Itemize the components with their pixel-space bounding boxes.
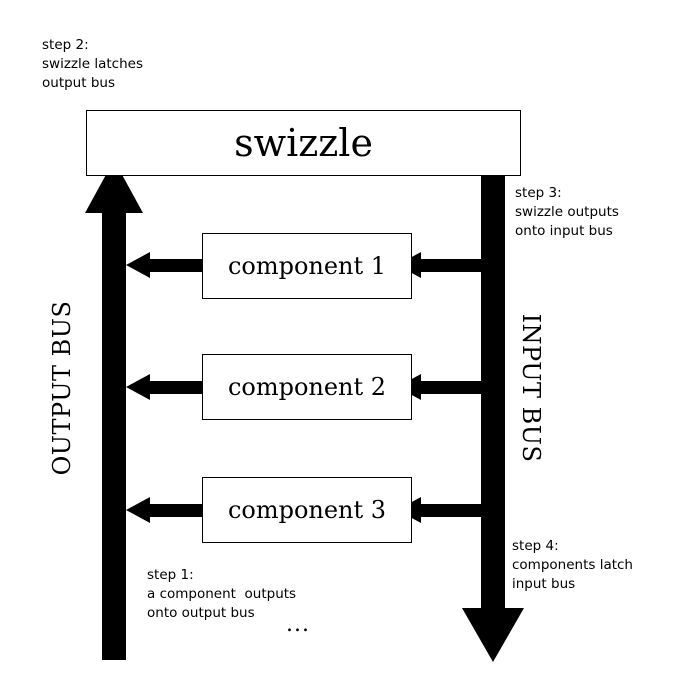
step-2-note-line: swizzle latches — [42, 56, 143, 72]
step-1-note-line: onto output bus — [147, 605, 255, 621]
input-bus-shaft — [481, 160, 505, 612]
component-2-label: component 2 — [227, 373, 387, 401]
input-bus-arrowhead — [462, 608, 524, 662]
component-2-output-arrowhead — [126, 374, 150, 400]
swizzle-label: swizzle — [234, 121, 373, 165]
component-2-box: component 2 — [202, 354, 412, 420]
step-1-note-line: a component outputs — [147, 586, 297, 602]
input-bus-label: INPUT BUS — [517, 313, 545, 463]
component-3-label: component 3 — [227, 496, 387, 524]
component-3-input-shaft — [420, 504, 482, 517]
component-1-input-shaft — [420, 259, 482, 272]
component-3-output-shaft — [148, 504, 202, 517]
step-4-note-line: components latch — [512, 557, 633, 573]
component-1-box: component 1 — [202, 233, 412, 299]
component-1-label: component 1 — [227, 252, 387, 280]
component-3-output-arrowhead — [126, 497, 150, 523]
component-2-input-shaft — [420, 381, 482, 394]
step-2-note: step 2: swizzle latches output bus — [42, 36, 143, 93]
component-2-output-shaft — [148, 381, 202, 394]
swizzle-box: swizzle — [86, 110, 521, 176]
step-3-note-line: step 3: — [515, 185, 562, 201]
component-3-box: component 3 — [202, 477, 412, 543]
step-4-note: step 4: components latch input bus — [512, 537, 633, 594]
step-2-note-line: output bus — [42, 75, 115, 91]
step-3-note-line: swizzle outputs — [515, 204, 619, 220]
output-bus-shaft — [102, 212, 126, 660]
step-1-note: step 1: a component outputs onto output … — [147, 566, 296, 623]
output-bus-label: OUTPUT BUS — [48, 300, 76, 476]
step-2-note-line: step 2: — [42, 37, 89, 53]
step-4-note-line: step 4: — [512, 538, 559, 554]
step-3-note-line: onto input bus — [515, 223, 613, 239]
step-4-note-line: input bus — [512, 576, 576, 592]
component-1-output-arrowhead — [126, 252, 150, 278]
component-1-output-shaft — [148, 259, 202, 272]
step-3-note: step 3: swizzle outputs onto input bus — [515, 184, 619, 241]
more-components-ellipsis: ... — [286, 612, 310, 637]
output-bus-arrowhead — [85, 160, 143, 213]
step-1-note-line: step 1: — [147, 567, 194, 583]
